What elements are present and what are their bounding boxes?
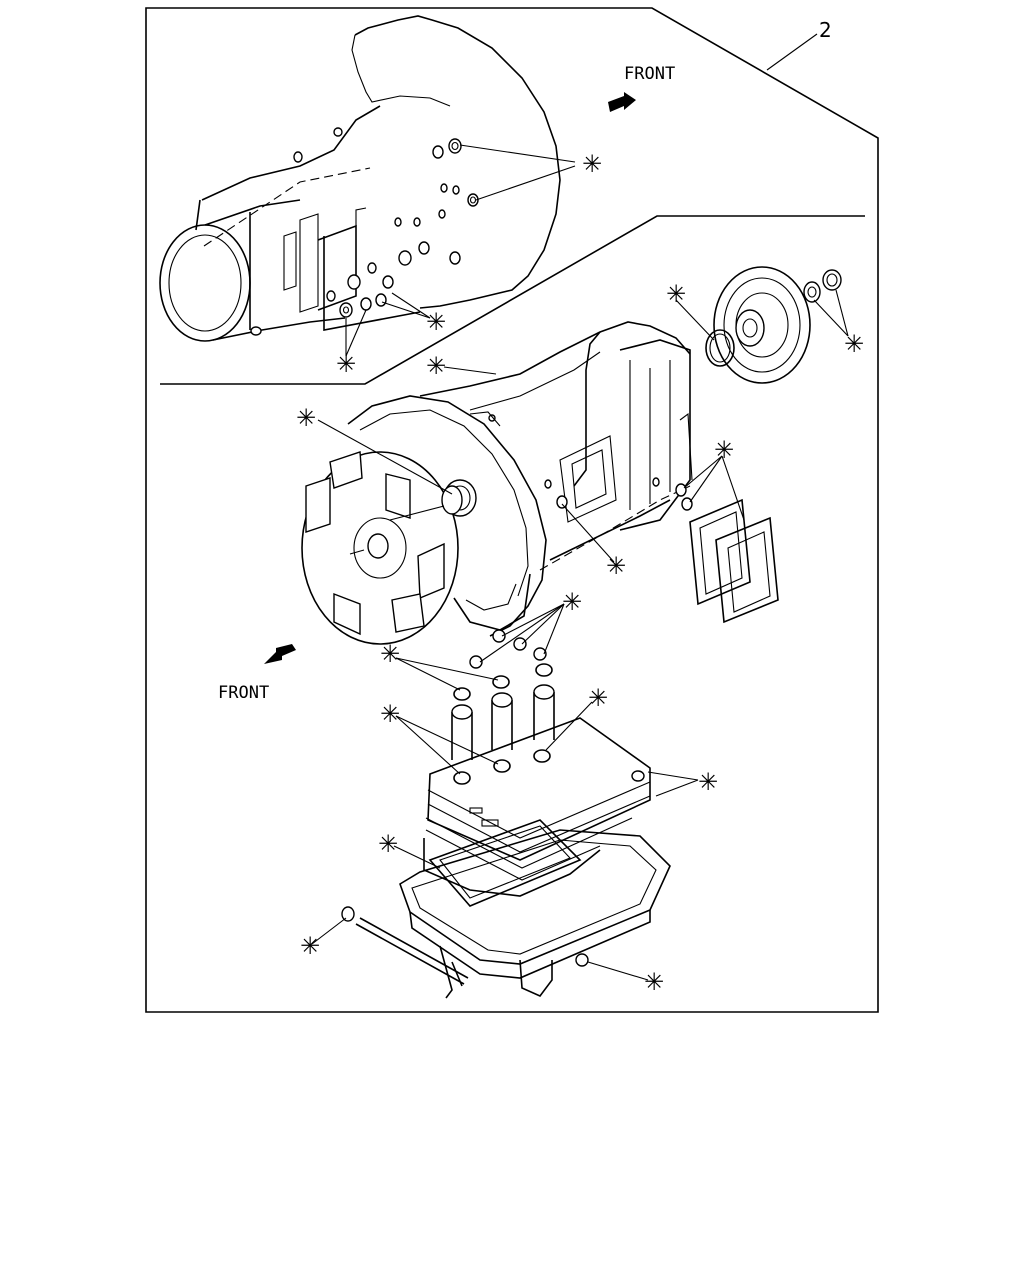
marker-asterisk: ✳ (644, 968, 664, 996)
marker-asterisk: ✳ (426, 352, 446, 380)
transmission-assembly (301, 321, 693, 645)
inset-divider (160, 215, 865, 385)
marker-asterisk: ✳ (698, 768, 718, 796)
marker-asterisk: ✳ (380, 700, 400, 728)
marker-asterisk: ✳ (378, 830, 398, 858)
front-arrow-top: FRONT (608, 64, 675, 112)
markers: ✳ ✳ ✳ ✳ ✳ ✳ ✳ ✳ ✳ ✳ ✳ ✳ ✳ ✳ ✳ ✳ ✳ (296, 150, 864, 996)
marker-asterisk: ✳ (380, 640, 400, 668)
callout-number: 2 (819, 18, 832, 42)
marker-asterisk: ✳ (426, 308, 446, 336)
front-label-bottom: FRONT (218, 683, 269, 703)
front-label-top: FRONT (624, 64, 675, 84)
marker-leaders (311, 144, 849, 981)
marker-asterisk: ✳ (588, 684, 608, 712)
diagram-frame (145, 7, 879, 1013)
pto-gaskets (675, 483, 779, 624)
marker-asterisk: ✳ (336, 350, 356, 378)
marker-asterisk: ✳ (562, 588, 582, 616)
marker-asterisk: ✳ (714, 436, 734, 464)
marker-asterisk: ✳ (606, 552, 626, 580)
marker-asterisk: ✳ (666, 280, 686, 308)
marker-asterisk: ✳ (582, 150, 602, 178)
callout-leader (766, 33, 818, 71)
marker-asterisk: ✳ (300, 932, 320, 960)
front-arrow-bottom: FRONT (218, 644, 296, 703)
valve-body-and-pan (341, 629, 671, 999)
marker-asterisk: ✳ (844, 330, 864, 358)
marker-asterisk: ✳ (296, 404, 316, 432)
rear-flange (705, 266, 842, 384)
transmission-housing-inset (159, 15, 561, 342)
